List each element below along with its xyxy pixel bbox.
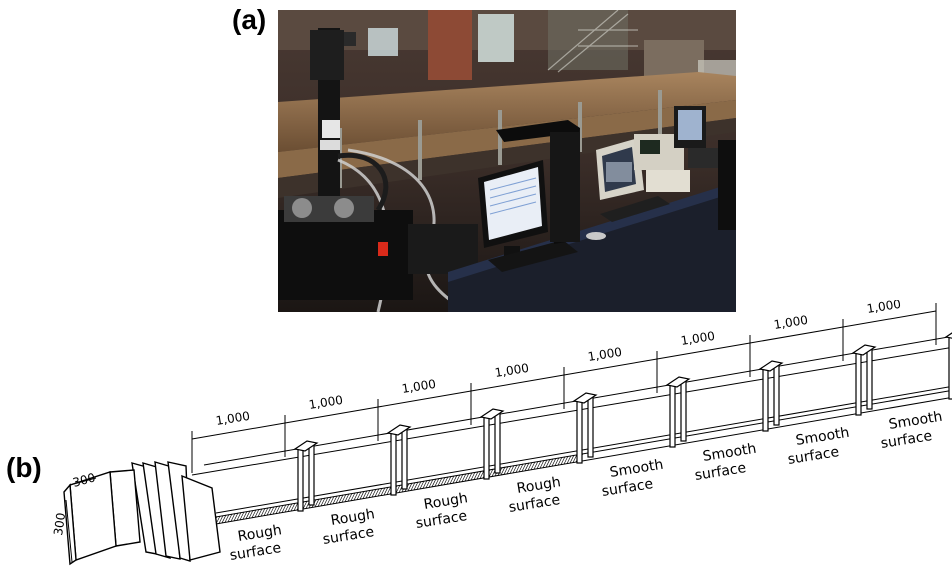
dimension-label: 1,000 xyxy=(866,300,902,316)
section-label-line1: Smooth xyxy=(609,457,665,481)
dimension-lines xyxy=(191,303,937,473)
section-label-line2: surface xyxy=(415,508,469,532)
section-label-line1: Rough xyxy=(237,522,283,545)
panel-label-b: (b) xyxy=(6,452,42,483)
channel-diagram: 1,0001,0001,0001,0001,0001,0001,0001,000… xyxy=(51,300,952,566)
channel-frame xyxy=(386,424,412,496)
section-label-line2: surface xyxy=(880,428,934,452)
channel-frame xyxy=(944,332,952,400)
channel-frame xyxy=(851,344,877,416)
inlet-width-label: 300 xyxy=(71,470,97,489)
dimension-label: 1,000 xyxy=(680,329,716,348)
channel-frame xyxy=(479,408,505,480)
section-labels: RoughsurfaceRoughsurfaceRoughsurfaceRoug… xyxy=(229,409,944,564)
section-label-line2: surface xyxy=(601,476,655,500)
dimension-label: 1,000 xyxy=(308,393,344,412)
section-label-line1: Smooth xyxy=(888,409,944,433)
section-label-line2: surface xyxy=(229,540,283,564)
section-label-line1: Smooth xyxy=(702,441,758,465)
panel-label-a: (a) xyxy=(232,4,267,35)
frames xyxy=(293,332,952,512)
lab-photo xyxy=(278,10,736,312)
channel-frame xyxy=(572,392,598,464)
inlet-box xyxy=(63,461,221,566)
channel-frame xyxy=(293,440,319,512)
section-label-line1: Rough xyxy=(516,474,562,497)
channel-frame xyxy=(665,376,691,448)
section-label-line1: Rough xyxy=(330,506,376,529)
dimension-label: 1,000 xyxy=(587,345,623,364)
section-label-line2: surface xyxy=(508,492,562,516)
dimension-label: 1,000 xyxy=(215,409,251,428)
dimension-label: 1,000 xyxy=(773,313,809,332)
dimension-label: 1,000 xyxy=(401,377,437,396)
section-label-line1: Smooth xyxy=(795,425,851,449)
section-label-line2: surface xyxy=(322,524,376,548)
channel-frame xyxy=(758,360,784,432)
dimension-labels: 1,000 1,000 1,000 1,000 1,000 1,000 1,000 1,000 xyxy=(215,300,902,428)
inlet-height-label: 300 xyxy=(51,512,68,537)
section-label-line2: surface xyxy=(694,460,748,484)
section-label-line1: Rough xyxy=(423,490,469,513)
section-label-line2: surface xyxy=(787,444,841,468)
dimension-label: 1,000 xyxy=(494,361,530,380)
